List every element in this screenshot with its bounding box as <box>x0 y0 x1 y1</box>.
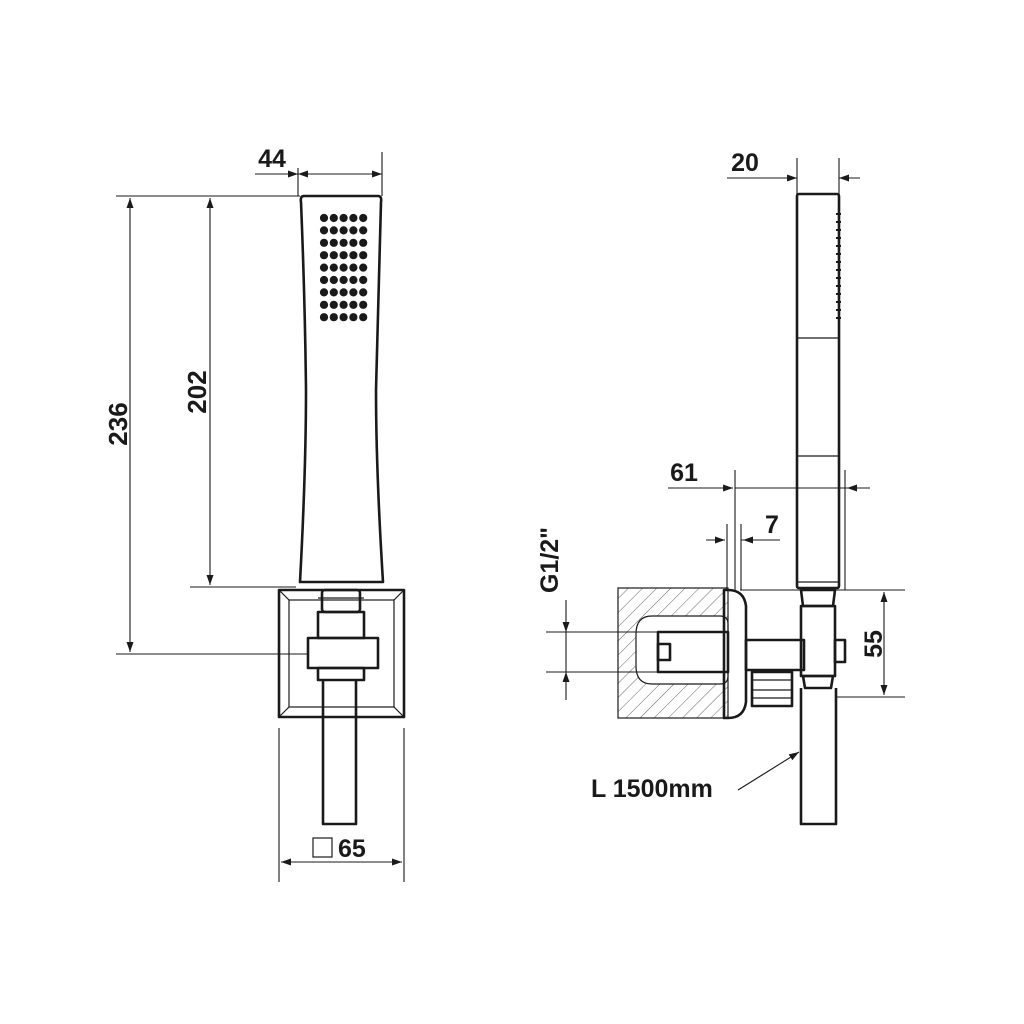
nozzle-dot <box>329 300 338 309</box>
elbow-fitting <box>744 638 806 672</box>
nozzle-dot <box>339 300 348 309</box>
nozzle-dot <box>359 213 368 223</box>
nozzle-dot <box>329 275 338 285</box>
holder-button <box>833 638 847 664</box>
nozzle-dot <box>359 288 368 297</box>
nozzle-dot <box>349 238 358 247</box>
dim-height-202: 202 <box>182 370 212 413</box>
nozzle-dot <box>359 263 368 272</box>
holder-bracket <box>306 636 380 670</box>
hose-connector <box>316 666 366 682</box>
side-view: 20 61 7 G1/2" 55 L 1500mm <box>536 149 905 826</box>
nozzle-dot <box>319 275 329 285</box>
dim-height-236: 236 <box>103 402 133 445</box>
front-view: 44 236 202 65 <box>103 145 406 882</box>
nozzle-dot <box>329 288 338 297</box>
hose-front <box>321 680 358 826</box>
nozzle-dot <box>349 313 358 322</box>
nozzle-dot <box>329 226 338 235</box>
handshower-outline <box>298 194 385 584</box>
nozzle-dot <box>339 213 348 223</box>
hose-side <box>799 688 838 826</box>
nozzle-dot <box>359 275 368 285</box>
nozzle-dot <box>359 313 368 322</box>
nozzle-dot <box>329 263 338 272</box>
nozzle-dot <box>319 300 329 309</box>
hose-holder <box>316 610 366 640</box>
dim-projection-61: 61 <box>670 459 698 487</box>
wall-section <box>618 588 728 718</box>
nozzle-dot <box>319 313 329 322</box>
dim-offset-7: 7 <box>765 511 779 539</box>
nozzle-dot <box>339 288 348 297</box>
square-symbol-icon <box>312 837 333 858</box>
nozzle-dot <box>319 238 329 247</box>
nozzle-dot <box>359 238 368 247</box>
nozzle-dot <box>359 251 368 260</box>
dim-depth-20: 20 <box>731 149 759 177</box>
nozzle-dot <box>349 251 358 260</box>
nozzle-dot <box>329 313 338 322</box>
nozzle-dot <box>329 213 338 223</box>
nozzle-dot <box>349 226 358 235</box>
spray-nozzles <box>319 213 368 322</box>
nozzle-dot <box>329 251 338 260</box>
nozzle-dot <box>349 288 358 297</box>
nozzle-dot <box>349 275 358 285</box>
wall-plate-side <box>722 588 748 720</box>
nozzle-dot <box>359 300 368 309</box>
nozzle-dot <box>349 300 358 309</box>
hose-length-label: L 1500mm <box>591 775 713 803</box>
dim-width-44: 44 <box>258 145 286 173</box>
nozzle-dot <box>339 238 348 247</box>
nozzle-dot <box>339 226 348 235</box>
dim-thread-g12: G1/2" <box>536 527 564 593</box>
handshower-side <box>795 192 841 590</box>
nozzle-dot <box>319 288 329 297</box>
dim-base-65: 65 <box>338 835 366 863</box>
nozzle-dot <box>349 263 358 272</box>
nozzle-dot <box>339 263 348 272</box>
nozzle-dot <box>339 313 348 322</box>
nozzle-dot <box>319 226 329 235</box>
nozzle-dot <box>319 251 329 260</box>
nozzle-dot <box>319 263 329 272</box>
handle-connector <box>320 588 362 614</box>
nozzle-dot <box>339 251 348 260</box>
dim-height-55: 55 <box>860 630 888 658</box>
nozzle-dot <box>359 226 368 235</box>
wall-fitting <box>656 630 730 674</box>
nozzle-dot <box>319 213 329 223</box>
nozzle-dot <box>349 213 358 223</box>
hex-nut <box>750 670 794 708</box>
nozzle-dot <box>329 238 338 247</box>
holder-side <box>799 604 837 678</box>
side-nozzle-marks <box>836 213 841 319</box>
nozzle-dot <box>339 275 348 285</box>
